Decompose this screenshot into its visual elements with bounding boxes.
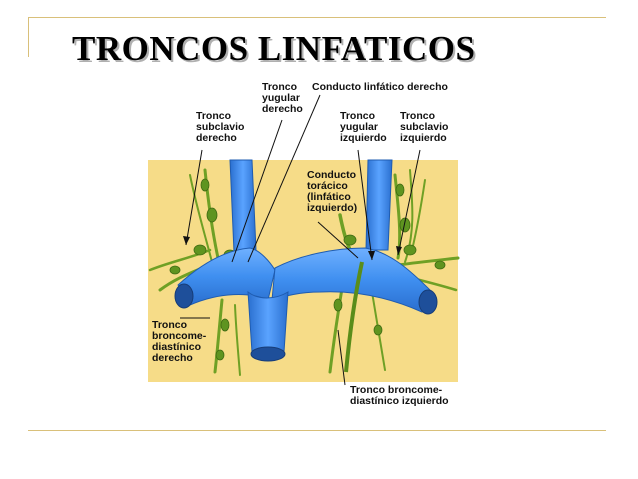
label-tronco-yugular-izquierdo: Tronco yugular izquierdo	[340, 110, 387, 144]
vein-system	[174, 159, 438, 362]
label-conducto-toracico: Conducto torácico (linfático izquierdo)	[307, 169, 358, 214]
label-tronco-broncomediastinico-derecho: Tronco broncome- diastínico derecho	[152, 319, 207, 364]
pointer-lines	[180, 94, 421, 386]
label-tronco-subclavio-izquierdo: Tronco subclavio izquierdo	[400, 110, 449, 144]
label-tronco-yugular-derecho: Tronco yugular derecho	[262, 81, 303, 115]
label-tronco-subclavio-derecho: Tronco subclavio derecho	[196, 110, 245, 144]
slide-title: TRONCOS LINFATICOS	[72, 29, 476, 68]
label-conducto-linfatico-derecho: Conducto linfático derecho	[312, 81, 448, 93]
lymph-nodes	[169, 178, 446, 361]
frame-left-line	[28, 17, 29, 57]
pointer-arrowheads	[183, 236, 402, 260]
thoracic-duct	[344, 261, 364, 373]
frame-bottom-line	[28, 430, 606, 431]
frame-top-line	[28, 17, 606, 18]
label-tronco-broncomediastinico-izquierdo: Tronco broncome- diastínico izquierdo	[350, 384, 449, 407]
